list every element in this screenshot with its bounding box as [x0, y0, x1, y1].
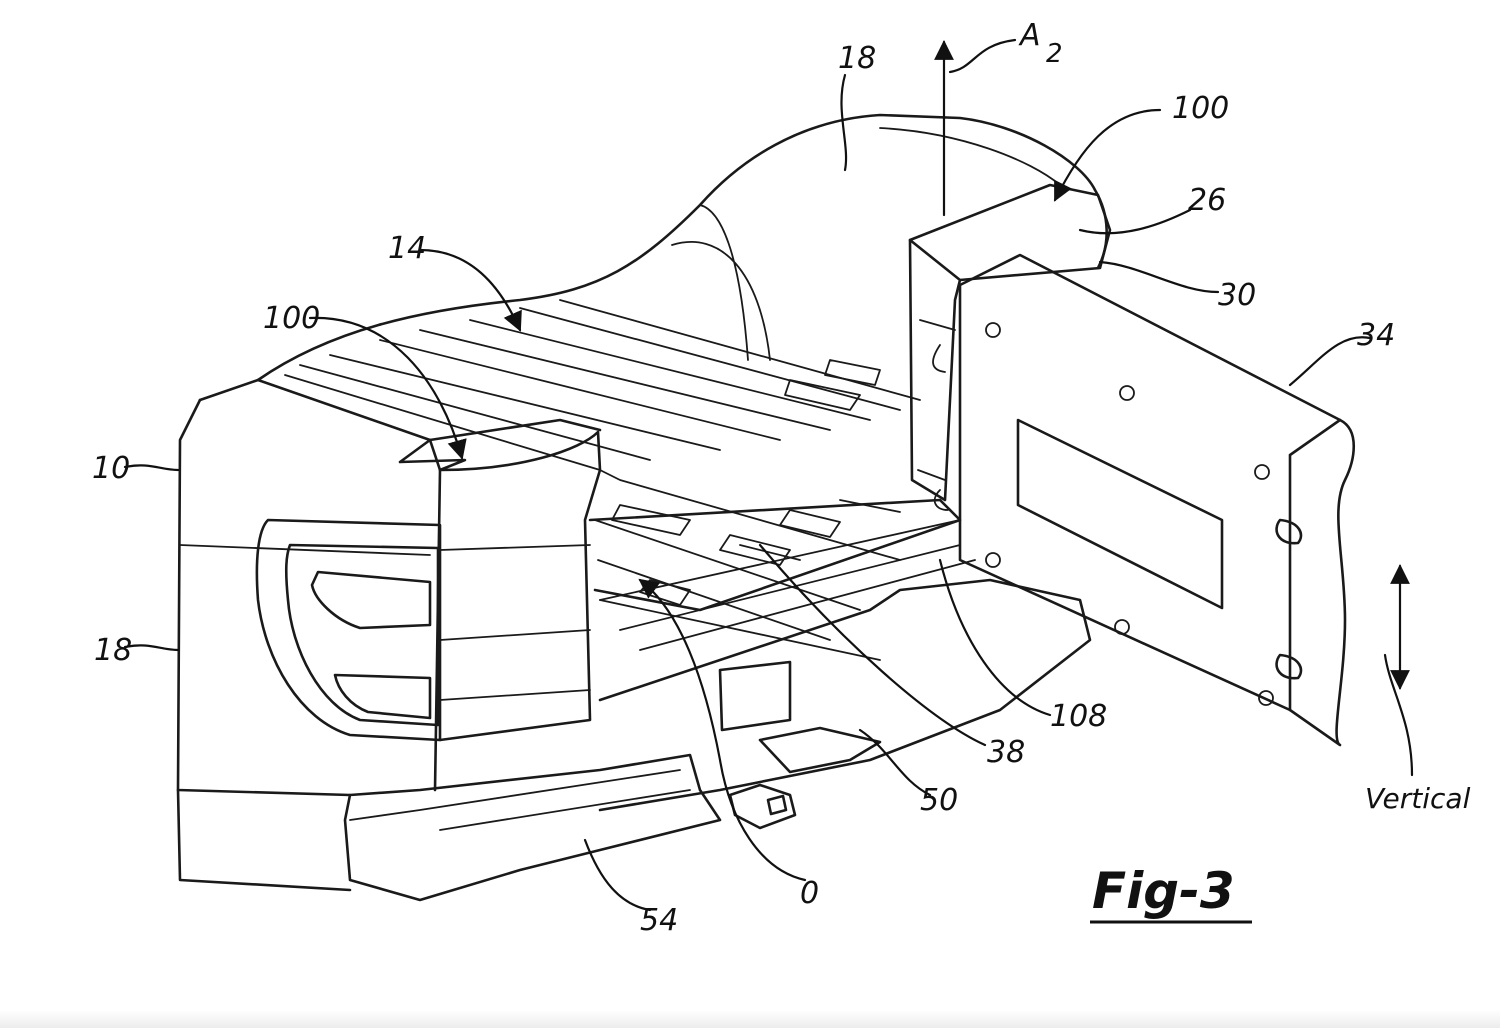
leader-10 [125, 465, 178, 470]
label-10: 10 [92, 451, 130, 486]
leader-18-top [841, 75, 846, 170]
bed-floor-ribs [285, 300, 920, 660]
label-100-left: 100 [263, 301, 320, 336]
tailgate-window [1018, 420, 1222, 608]
truck-bed-drawing [178, 115, 1354, 900]
leader-30 [1100, 262, 1218, 292]
leader-18-left [125, 645, 178, 650]
label-vertical: Vertical [1365, 782, 1471, 815]
leader-26 [1080, 210, 1190, 233]
label-14: 14 [388, 231, 426, 266]
leader-14 [420, 250, 520, 330]
label-18-left: 18 [94, 633, 132, 668]
right-cap-side [910, 240, 960, 500]
label-108: 108 [1050, 699, 1107, 734]
label-18-top: 18 [838, 41, 876, 76]
label-50: 50 [920, 783, 958, 818]
label-0: 0 [800, 876, 819, 911]
rib-blocks [612, 360, 900, 605]
label-a2: A [1018, 18, 1041, 53]
rear-bumper [345, 755, 720, 900]
bottom-skirt [178, 790, 350, 890]
tail-lamp-inner [286, 545, 438, 725]
right-bed-cap [910, 185, 1110, 280]
a2-leader [950, 40, 1015, 72]
bed-front-wall-inner [672, 205, 770, 360]
figure-title: Fig-3 [1092, 862, 1235, 920]
label-54: 54 [640, 903, 678, 938]
leader-vertical [1385, 655, 1412, 775]
label-100-right: 100 [1172, 91, 1229, 126]
license-plate [720, 662, 790, 730]
bottom-edge-band [0, 1010, 1500, 1028]
tail-lamp-lens [312, 572, 430, 718]
leader-38 [760, 545, 985, 745]
left-bed-cap [178, 400, 350, 795]
label-38: 38 [987, 735, 1025, 770]
label-30: 30 [1218, 278, 1256, 313]
tail-lamp-outer [257, 520, 440, 740]
bed-front-wall-top [880, 128, 1060, 185]
bed-front-wall [258, 115, 1107, 380]
bumper-body [600, 580, 1090, 810]
label-26: 26 [1188, 183, 1226, 218]
leader-100-right [1055, 110, 1160, 200]
label-34: 34 [1357, 318, 1395, 353]
label-a2-sub: 2 [1046, 39, 1063, 69]
step-plate [760, 728, 880, 772]
tailgate-edge [1290, 420, 1340, 710]
tailgate-bolts [986, 323, 1273, 705]
